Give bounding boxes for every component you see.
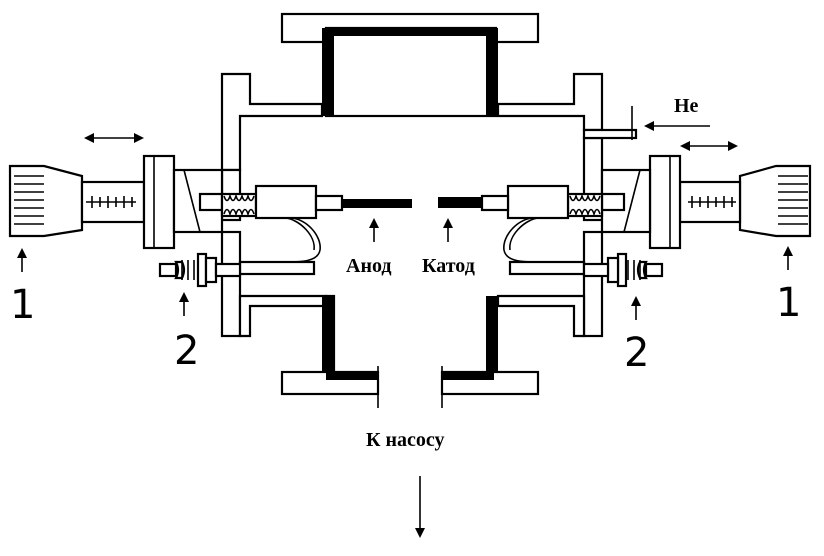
helium-label: He (674, 95, 699, 117)
helium-inlet (582, 106, 710, 140)
left-number-1: 1 (10, 282, 35, 328)
anode-label: Анод (346, 255, 392, 277)
bottom-flange (280, 294, 540, 408)
right-micrometer (600, 154, 812, 250)
right-bellows-adjuster (582, 252, 664, 288)
top-flange (220, 12, 604, 172)
left-bellows-adjuster (158, 252, 242, 288)
cathode-label: Катод (422, 255, 475, 277)
right-chamber-wall (496, 136, 604, 338)
anode-assembly (198, 184, 412, 276)
left-micrometer (8, 154, 224, 250)
right-number-1: 1 (776, 280, 801, 326)
left-number-2: 2 (174, 328, 199, 374)
pump-label: К насосу (366, 429, 445, 451)
right-number-2: 2 (624, 330, 649, 376)
